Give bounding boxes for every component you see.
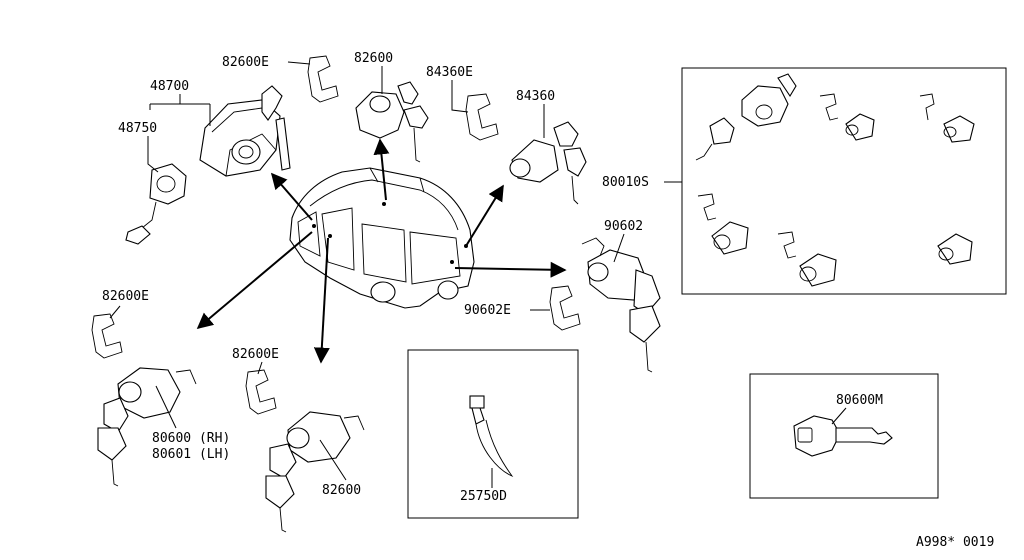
leader-82600e-left xyxy=(109,305,121,319)
retainer-clip-icon xyxy=(465,93,499,141)
leader-90602 xyxy=(613,233,625,263)
leader-80600 xyxy=(155,385,177,429)
label-82600e-left: 82600E xyxy=(102,289,149,304)
kit-box-80010s xyxy=(681,67,1007,295)
label-82600-bottom: 82600 xyxy=(322,483,361,498)
door-lock-cylinder-icon xyxy=(355,81,429,163)
label-80600m: 80600M xyxy=(836,393,883,408)
retainer-clip-icon xyxy=(91,313,123,359)
retainer-clip-icon xyxy=(245,369,277,415)
leader-80600m xyxy=(831,407,847,425)
key-icon xyxy=(793,415,893,457)
retainer-clip-icon xyxy=(307,55,339,103)
label-84360e: 84360E xyxy=(426,65,473,80)
callout-arrows xyxy=(196,138,567,364)
label-90602: 90602 xyxy=(604,219,643,234)
inset-box-25750d xyxy=(407,349,579,519)
kit-parts xyxy=(695,73,975,287)
door-lock-cylinder-icon xyxy=(509,121,587,205)
van-outline-icon xyxy=(289,167,475,309)
harness-clip-icon xyxy=(469,395,514,478)
ignition-lock-icon xyxy=(125,85,291,245)
label-80600-rh: 80600 (RH) xyxy=(152,431,230,446)
label-group-48700: 48700 48750 xyxy=(118,79,211,173)
label-82600-top: 82600 xyxy=(354,51,393,66)
leader-82600-bottom xyxy=(319,439,347,481)
diagram-code: A998* 0019 xyxy=(916,535,994,550)
door-lock-cylinder-icon xyxy=(581,237,661,373)
label-84360: 84360 xyxy=(516,89,555,104)
door-lock-cylinder-icon xyxy=(97,367,197,487)
retainer-clip-icon xyxy=(549,285,581,331)
label-80010s: 80010S xyxy=(602,175,649,190)
leader-82600e-top xyxy=(287,61,311,65)
label-25750d: 25750D xyxy=(460,489,507,504)
label-80601-lh: 80601 (LH) xyxy=(152,447,230,462)
label-90602e: 90602E xyxy=(464,303,511,318)
label-48750: 48750 xyxy=(118,121,157,136)
door-lock-cylinder-icon xyxy=(265,411,365,533)
label-48700: 48700 xyxy=(150,79,189,94)
label-82600e-top: 82600E xyxy=(222,55,269,70)
inset-box-80600m xyxy=(749,373,939,499)
leader-84360e xyxy=(451,80,469,113)
leader-82600e-mid xyxy=(257,361,263,375)
label-82600e-mid: 82600E xyxy=(232,347,279,362)
